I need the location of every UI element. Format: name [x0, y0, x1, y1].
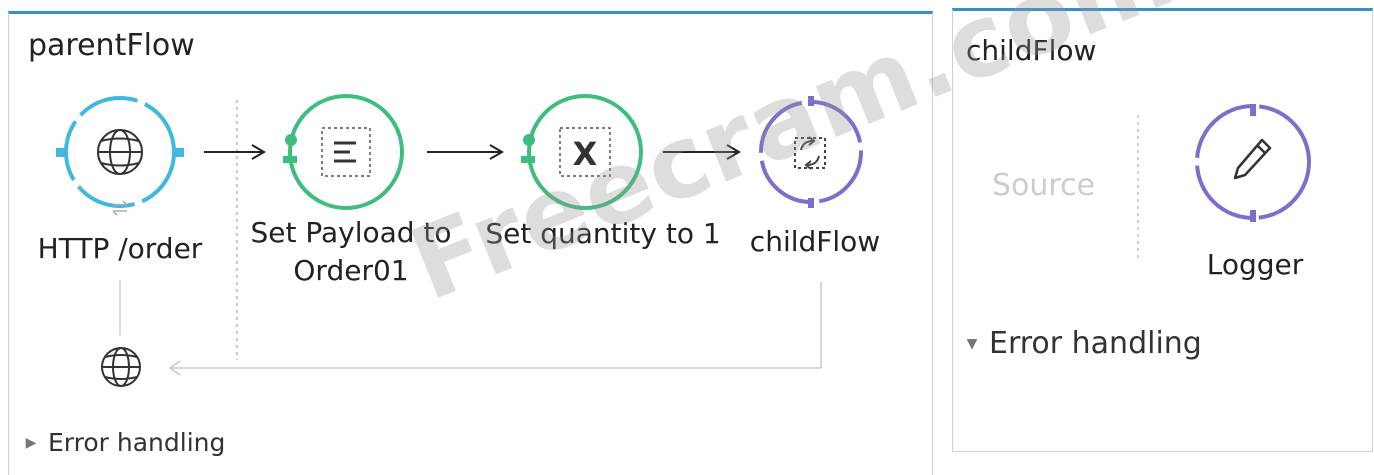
logger-component[interactable]	[1195, 104, 1311, 222]
flow-arrow	[663, 144, 741, 160]
set-payload-label-line2: Order01	[293, 254, 409, 287]
error-handling-label: Error handling	[48, 428, 226, 457]
globe-icon	[97, 129, 143, 175]
child-flow-title: childFlow	[966, 34, 1097, 67]
error-handling-toggle[interactable]: ▼ Error handling	[963, 326, 1202, 361]
set-payload-label-line1: Set Payload to	[250, 216, 452, 249]
set-variable-label: Set quantity to 1	[485, 217, 721, 250]
flow-reference-component[interactable]	[759, 96, 863, 208]
parent-flow-panel	[8, 11, 933, 475]
flow-arrow	[427, 144, 504, 160]
triangle-down-icon: ▼	[966, 335, 978, 352]
flow-reference-label: childFlow	[749, 225, 881, 258]
set-payload-icon	[321, 127, 371, 177]
flow-reference-icon	[794, 136, 826, 170]
logger-label: Logger	[1206, 248, 1304, 281]
error-handling-toggle[interactable]: ▶ Error handling	[22, 428, 226, 457]
set-variable-component[interactable]: X	[521, 94, 643, 210]
source-drop-area[interactable]: Source	[992, 168, 1096, 203]
child-flow-panel	[952, 8, 1373, 452]
pencil-icon	[1233, 138, 1272, 180]
exchange-icon	[112, 200, 128, 216]
globe-icon	[101, 347, 141, 387]
triangle-right-icon: ▶	[25, 434, 37, 451]
set-payload-component[interactable]	[283, 94, 404, 210]
parent-flow-title: parentFlow	[28, 28, 195, 63]
error-handling-label: Error handling	[989, 326, 1202, 361]
http-listener-component[interactable]	[56, 96, 184, 216]
svg-text:X: X	[573, 135, 598, 173]
set-payload-label: Set Payload to Order01	[236, 214, 466, 290]
flow-arrow	[204, 144, 266, 160]
response-return-path	[119, 280, 822, 376]
set-variable-icon: X	[559, 127, 611, 177]
http-listener-label: HTTP /order	[37, 232, 203, 265]
